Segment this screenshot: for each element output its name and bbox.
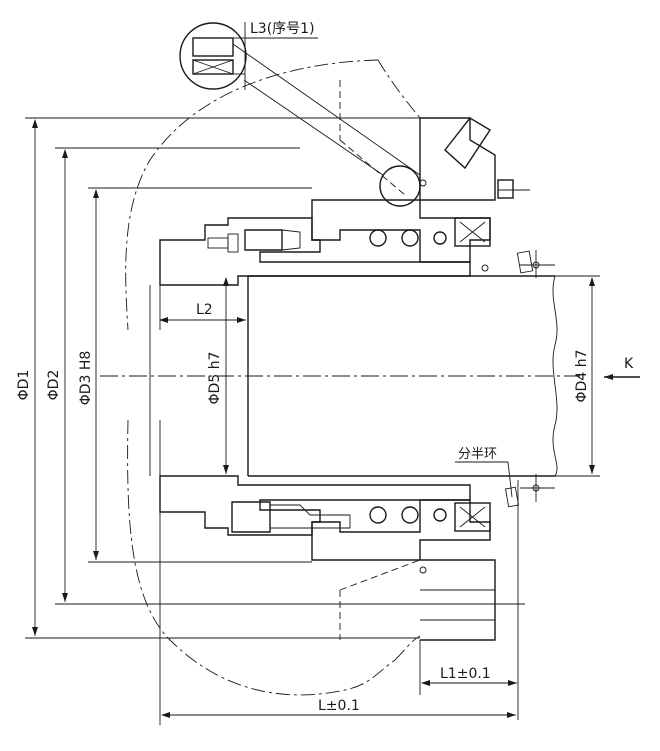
- label-d1: ΦD1: [16, 370, 32, 401]
- label-d5: ΦD5 h7: [207, 352, 223, 405]
- label-split-ring: 分半环: [458, 447, 497, 462]
- label-l1: L1±0.1: [440, 666, 491, 682]
- label-l2: L2: [196, 302, 213, 318]
- label-d2: ΦD2: [46, 370, 62, 401]
- label-d4: ΦD4 h7: [574, 350, 590, 403]
- upper-section: [159, 117, 555, 286]
- dimensions: [25, 117, 640, 725]
- detail-callout: [179, 22, 421, 207]
- lower-section: [159, 474, 555, 641]
- label-l3: L3(序号1): [250, 21, 315, 37]
- label-l: L±0.1: [318, 698, 360, 714]
- label-view-k: K: [624, 356, 634, 372]
- label-d3: ΦD3 H8: [78, 351, 94, 406]
- housing-outline: [125, 59, 421, 696]
